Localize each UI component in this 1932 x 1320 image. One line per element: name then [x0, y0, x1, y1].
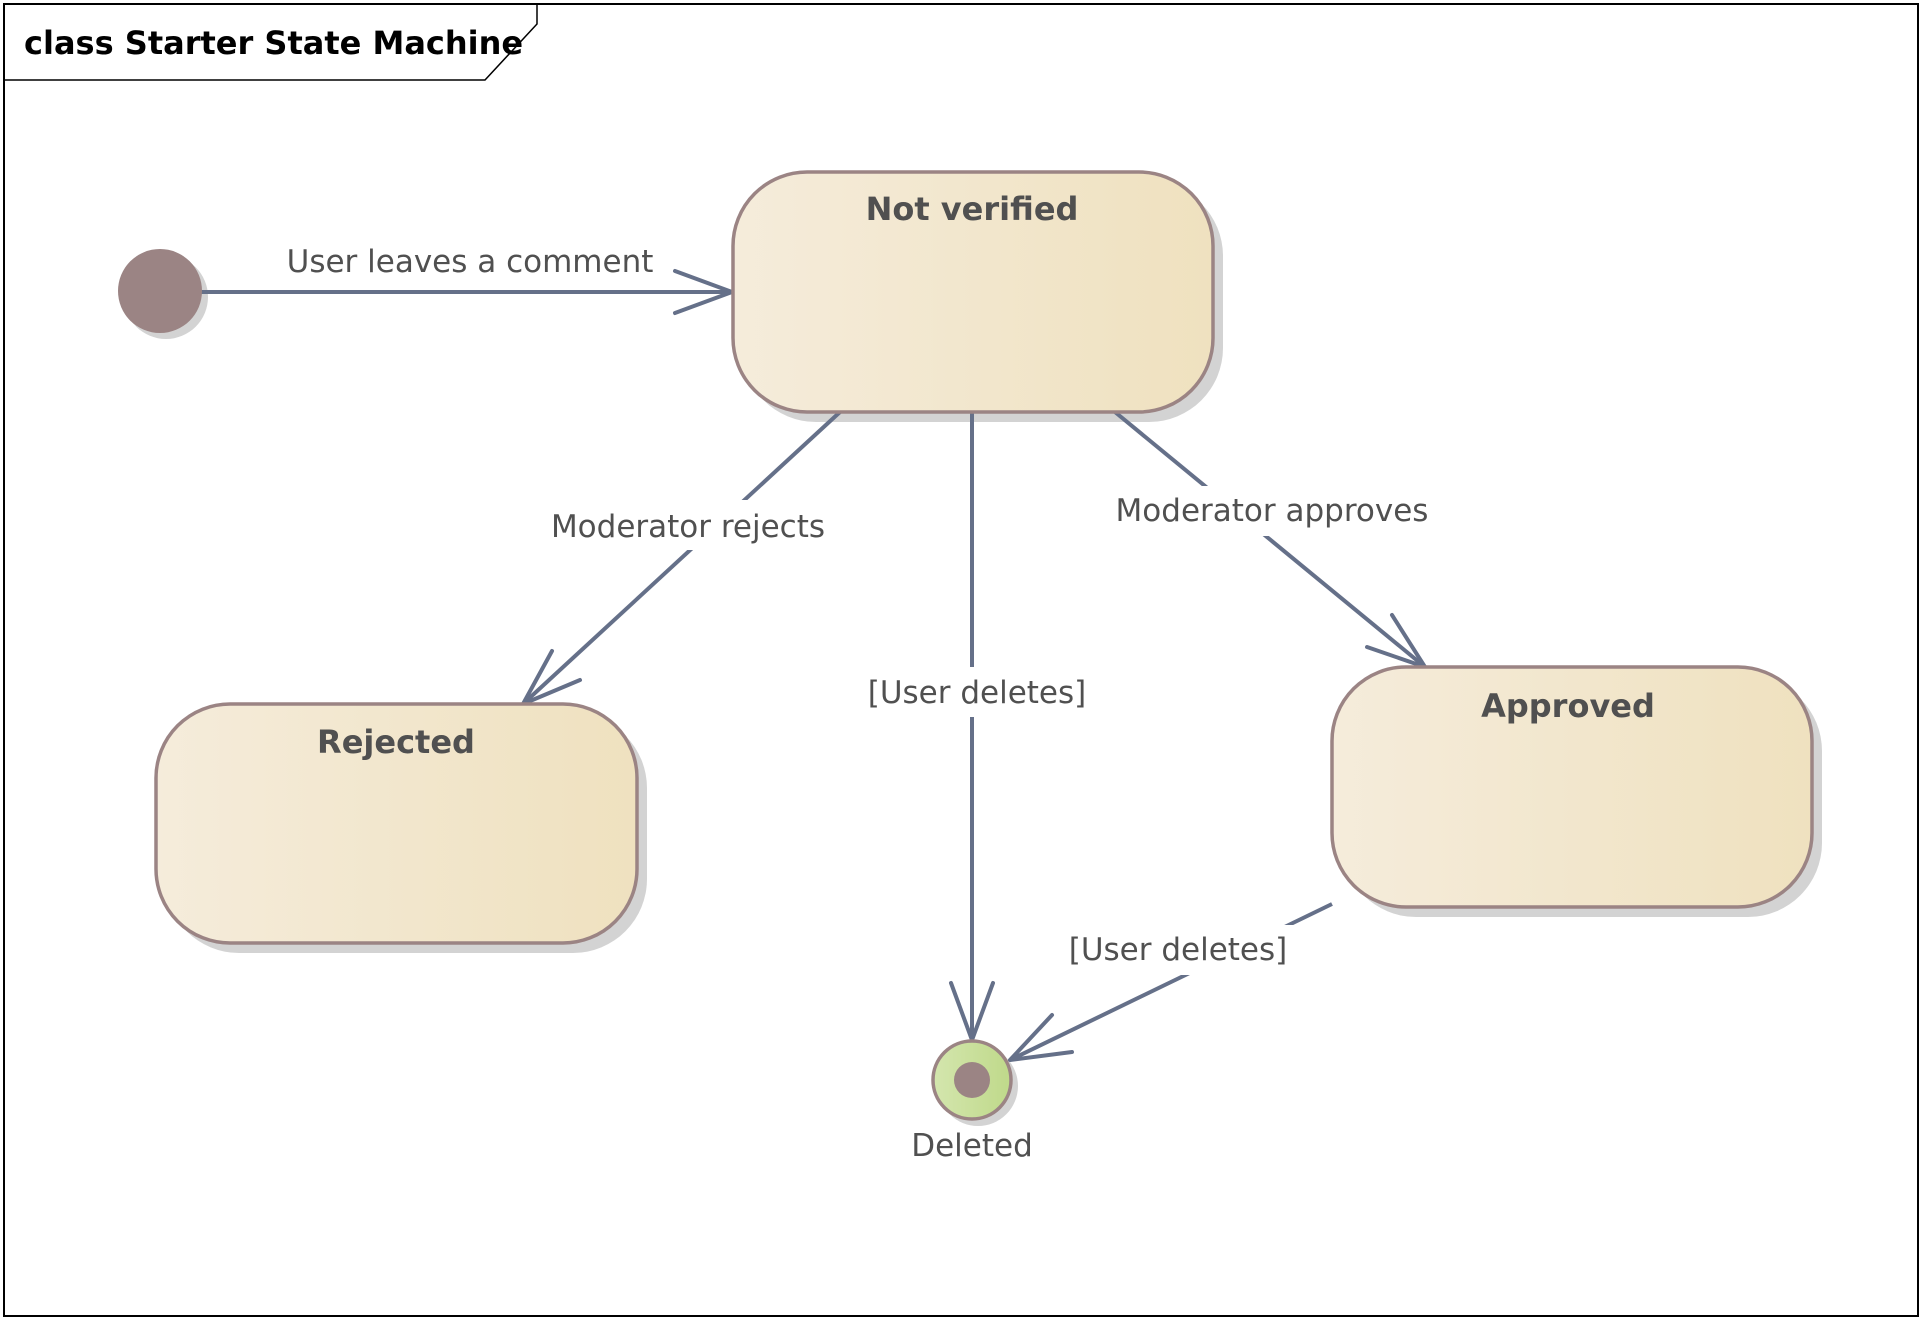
transition-label-t3: [User deletes]: [868, 675, 1087, 711]
arrowhead-t5: [1008, 1013, 1074, 1062]
state-approved-title: Approved: [1481, 687, 1655, 725]
transition-edge-t4[interactable]: [1113, 410, 1427, 669]
transition-label-t5: [User deletes]: [1069, 932, 1288, 968]
frame-title: class Starter State Machine: [24, 24, 523, 62]
state-rejected-title: Rejected: [317, 723, 475, 761]
transition-label-t1: User leaves a comment: [287, 244, 654, 280]
transition-label-t4: Moderator approves: [1116, 493, 1429, 529]
label-backgrounds: [540, 486, 1445, 975]
diagram-frame: [3, 3, 1919, 1317]
final-state-label: Deleted: [911, 1128, 1033, 1164]
state-not-verified-title: Not verified: [866, 190, 1079, 228]
transition-label-t2: Moderator rejects: [551, 509, 825, 545]
state-approved[interactable]: Approved: [1330, 665, 1814, 909]
final-state-core: [954, 1062, 990, 1098]
state-not-verified[interactable]: Not verified: [731, 170, 1215, 414]
final-state-deleted[interactable]: [931, 1039, 1013, 1121]
frame-title-tab: [4, 4, 538, 81]
state-rejected[interactable]: Rejected: [154, 702, 639, 945]
initial-state[interactable]: [118, 249, 202, 333]
transition-edge-t2[interactable]: [521, 410, 842, 706]
transitions: [200, 269, 1427, 1062]
